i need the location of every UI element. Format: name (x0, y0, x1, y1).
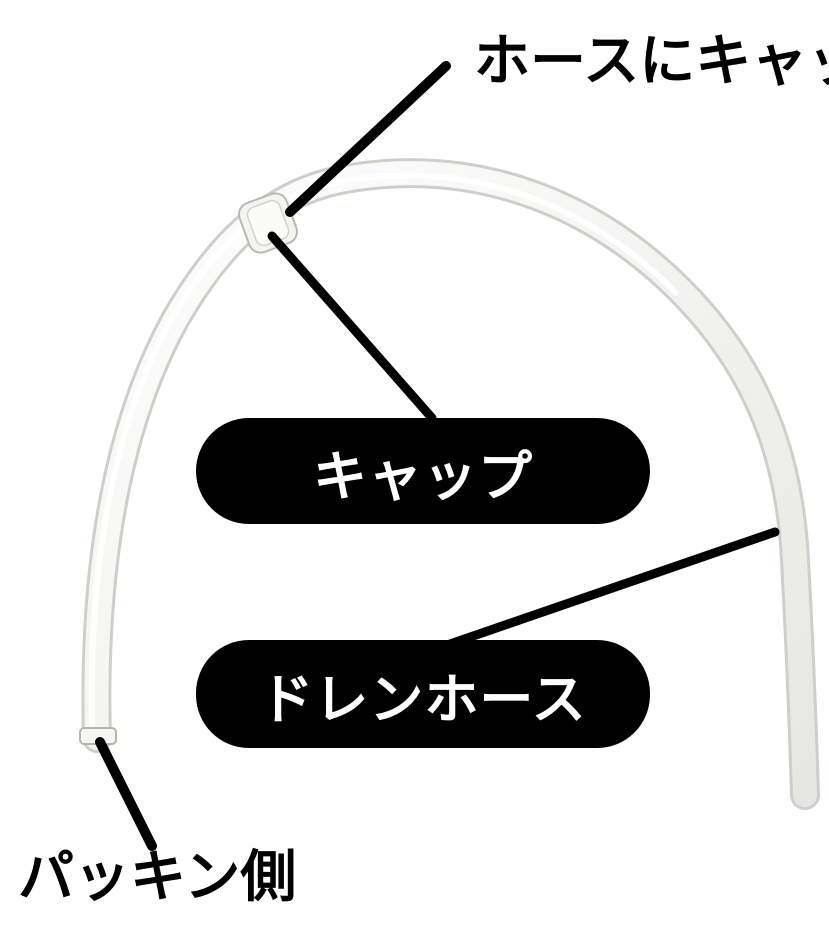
drain-hose-label: ドレンホース (196, 640, 650, 748)
leader-line-packing (100, 742, 152, 846)
hose-with-cap-label: ホースにキャッ (474, 34, 829, 90)
leader-line-cap (272, 236, 432, 418)
leader-line-drain-hose (450, 532, 775, 644)
packing-side-label: パッキン側 (18, 850, 296, 906)
cap-label: キャップ (196, 418, 650, 524)
